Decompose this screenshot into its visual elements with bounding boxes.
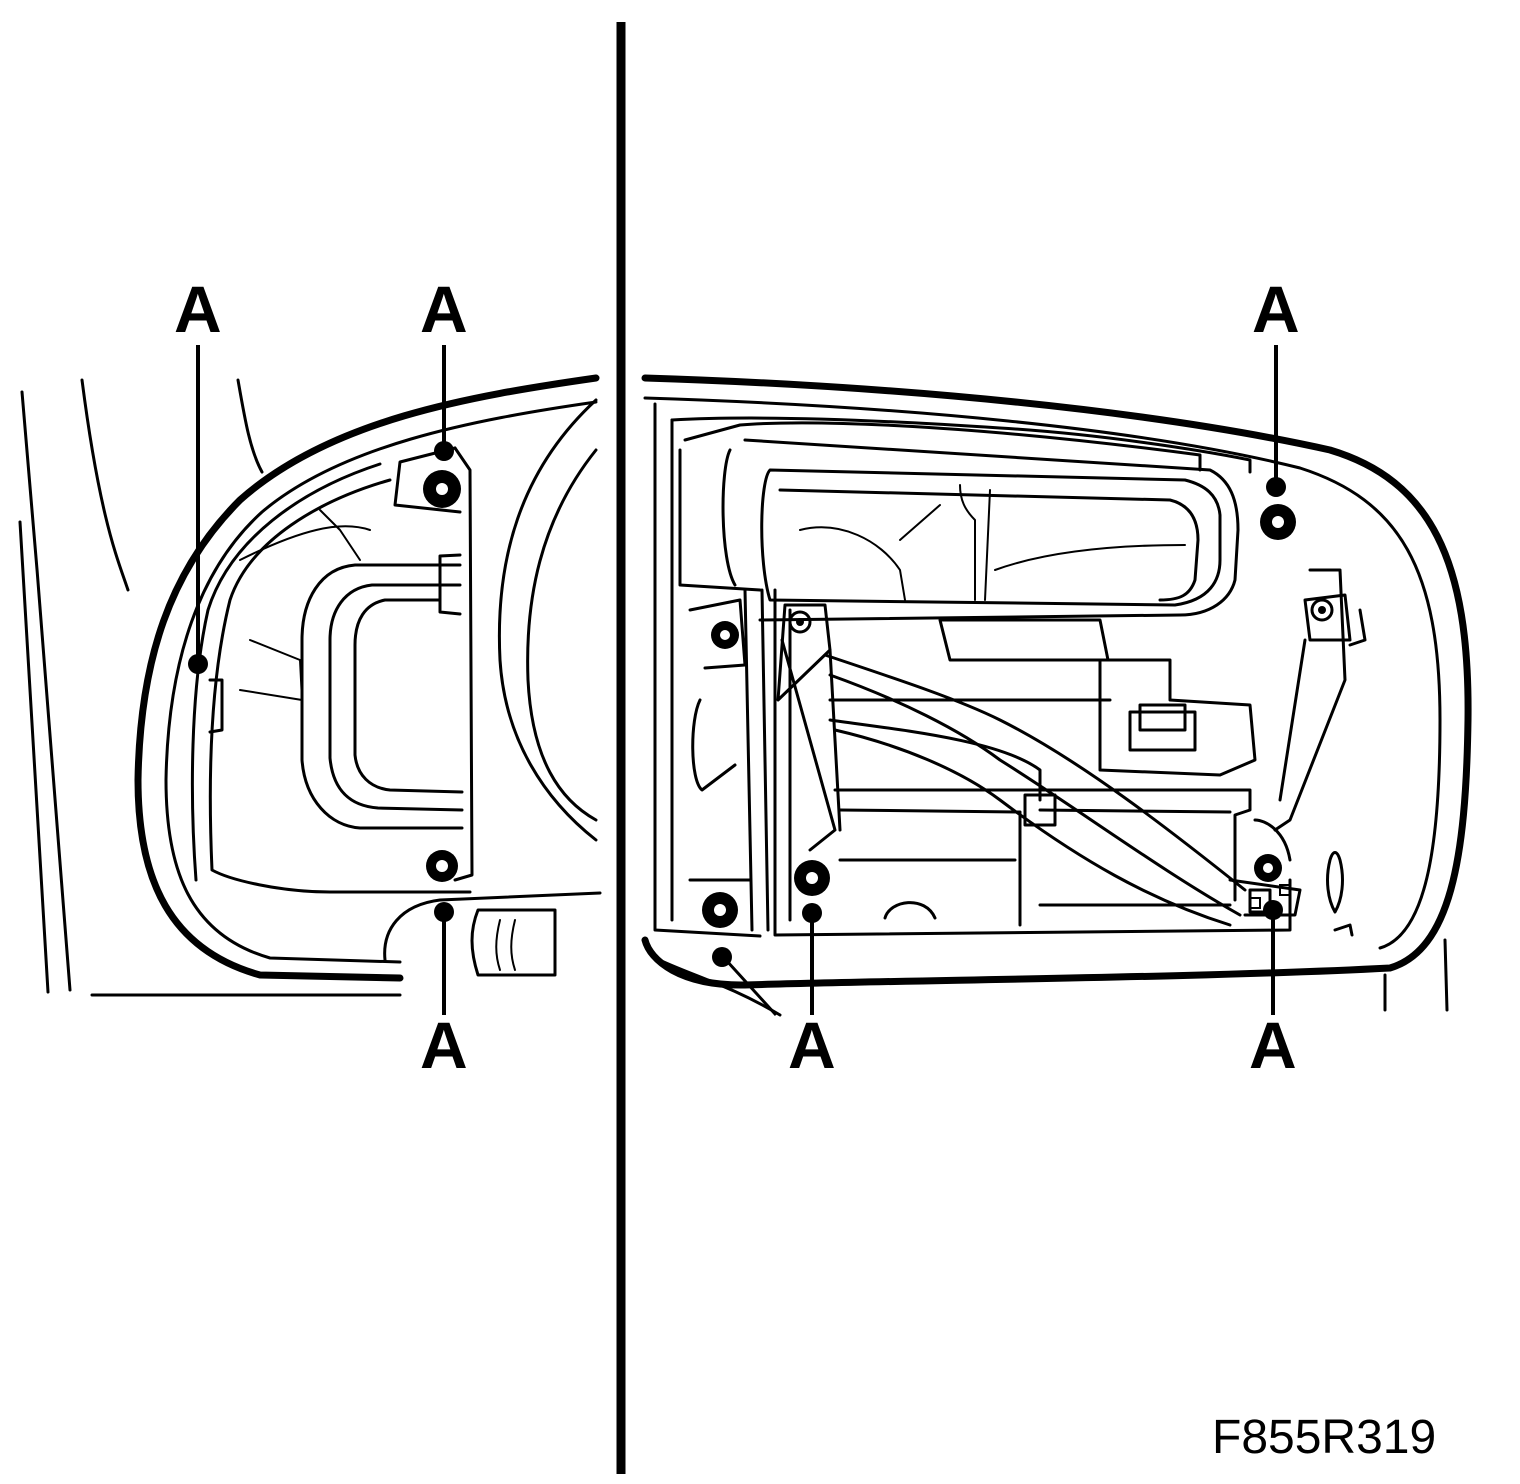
callout-left-side-a: A [174,272,222,346]
callout-left-top-a: A [420,272,468,346]
callout-left-bottom-a: A [420,1008,468,1082]
callout-right-bottom-right-a: A [1249,1008,1297,1082]
left-mirror-housing [18,374,602,997]
callout-right-top-a: A [1252,272,1300,346]
right-mirror-housing [641,374,1472,1017]
callout-right-bottom-left-a: A [788,1008,836,1082]
leader-right-bottom-left-diag [724,958,778,1017]
figure-code: F855R319 [1212,1411,1437,1464]
